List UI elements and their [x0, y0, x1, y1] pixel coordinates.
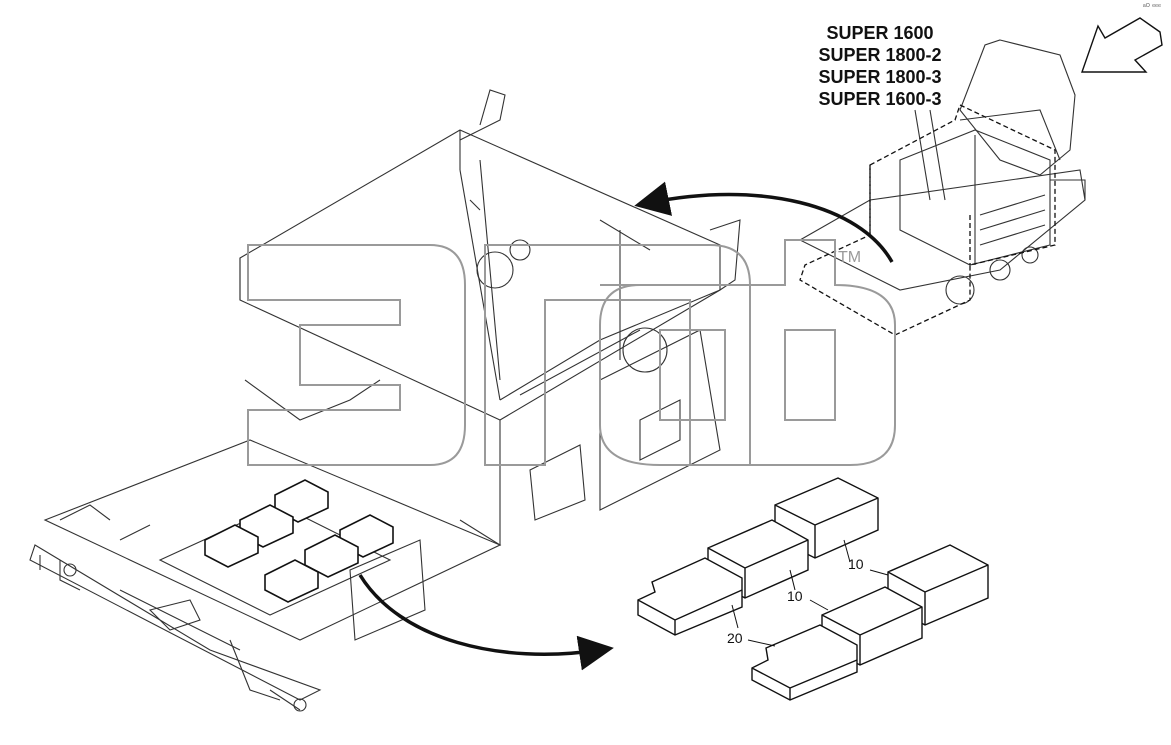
callout-upper-block: 10: [848, 556, 864, 572]
installed-blocks: [204, 479, 394, 603]
arrow-to-frame: [634, 181, 894, 263]
detail-blocks: [637, 477, 989, 701]
view-direction-arrow: [1081, 17, 1163, 73]
corner-mark: ᵃᴼ ᵉᵉᵉ: [1142, 2, 1161, 11]
model-name: SUPER 1800-3: [818, 67, 942, 87]
highlight-outline: [799, 104, 1056, 336]
callout-front-block: 20: [727, 630, 743, 646]
callout-labels: 10 10 20: [727, 556, 864, 646]
chassis-frame: [29, 89, 741, 712]
callout-middle-block: 10: [787, 588, 803, 604]
block-lower-left: [751, 624, 858, 701]
model-name: SUPER 1800-2: [818, 45, 942, 65]
watermark-logo: [247, 239, 896, 466]
arrow-to-detail: [358, 574, 614, 671]
model-name: SUPER 1600-3: [818, 89, 942, 109]
block-upper-left: [637, 557, 743, 636]
curved-arrows: [358, 181, 894, 671]
model-list: SUPER 1600 SUPER 1800-2 SUPER 1800-3 SUP…: [790, 22, 970, 110]
trademark-mark: TM: [838, 249, 861, 266]
paver-machine: [798, 39, 1086, 305]
leader-lines: [731, 539, 889, 647]
model-name: SUPER 1600: [826, 23, 934, 43]
